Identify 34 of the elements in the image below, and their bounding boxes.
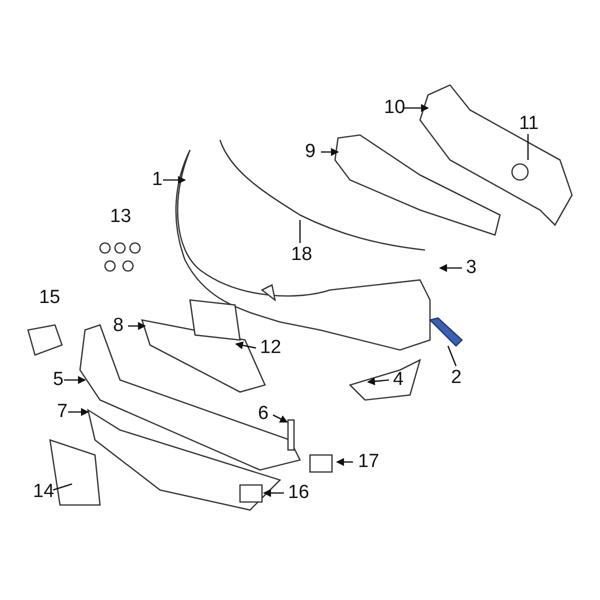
- callout-number: 16: [286, 483, 312, 503]
- callout-number: 15: [37, 288, 62, 308]
- leader-line: [272, 414, 288, 423]
- leader-line: [321, 148, 339, 156]
- callout-number: 13: [108, 207, 134, 227]
- callout-number: 10: [382, 98, 408, 118]
- leader-line: [404, 104, 429, 112]
- leader-line: [128, 322, 146, 330]
- callout-number: 2: [449, 368, 464, 388]
- callout-number: 5: [51, 370, 66, 390]
- leader-line: [263, 489, 284, 497]
- callout-number: 6: [256, 404, 271, 424]
- leader-line: [68, 408, 89, 416]
- leader-line: [527, 134, 529, 160]
- callout-number: 18: [289, 245, 314, 265]
- callout-number: 14: [31, 482, 56, 502]
- leader-line: [447, 346, 457, 366]
- callout-number: 12: [258, 338, 284, 358]
- callout-number: 1: [150, 170, 165, 190]
- callout-number: 11: [517, 114, 541, 134]
- leader-line: [235, 341, 256, 350]
- leader-line: [52, 483, 72, 491]
- callout-number: 9: [303, 142, 318, 162]
- callout-number: 4: [391, 370, 406, 390]
- leader-line: [336, 458, 353, 466]
- leader-line: [367, 377, 390, 386]
- leader-line: [163, 176, 186, 184]
- callout-number: 8: [111, 316, 126, 336]
- callout-number: 3: [464, 258, 479, 278]
- leader-line: [299, 220, 301, 243]
- leader-line: [439, 264, 462, 272]
- callout-number: 17: [356, 452, 382, 472]
- leader-line: [64, 376, 86, 384]
- callout-number: 7: [55, 402, 70, 422]
